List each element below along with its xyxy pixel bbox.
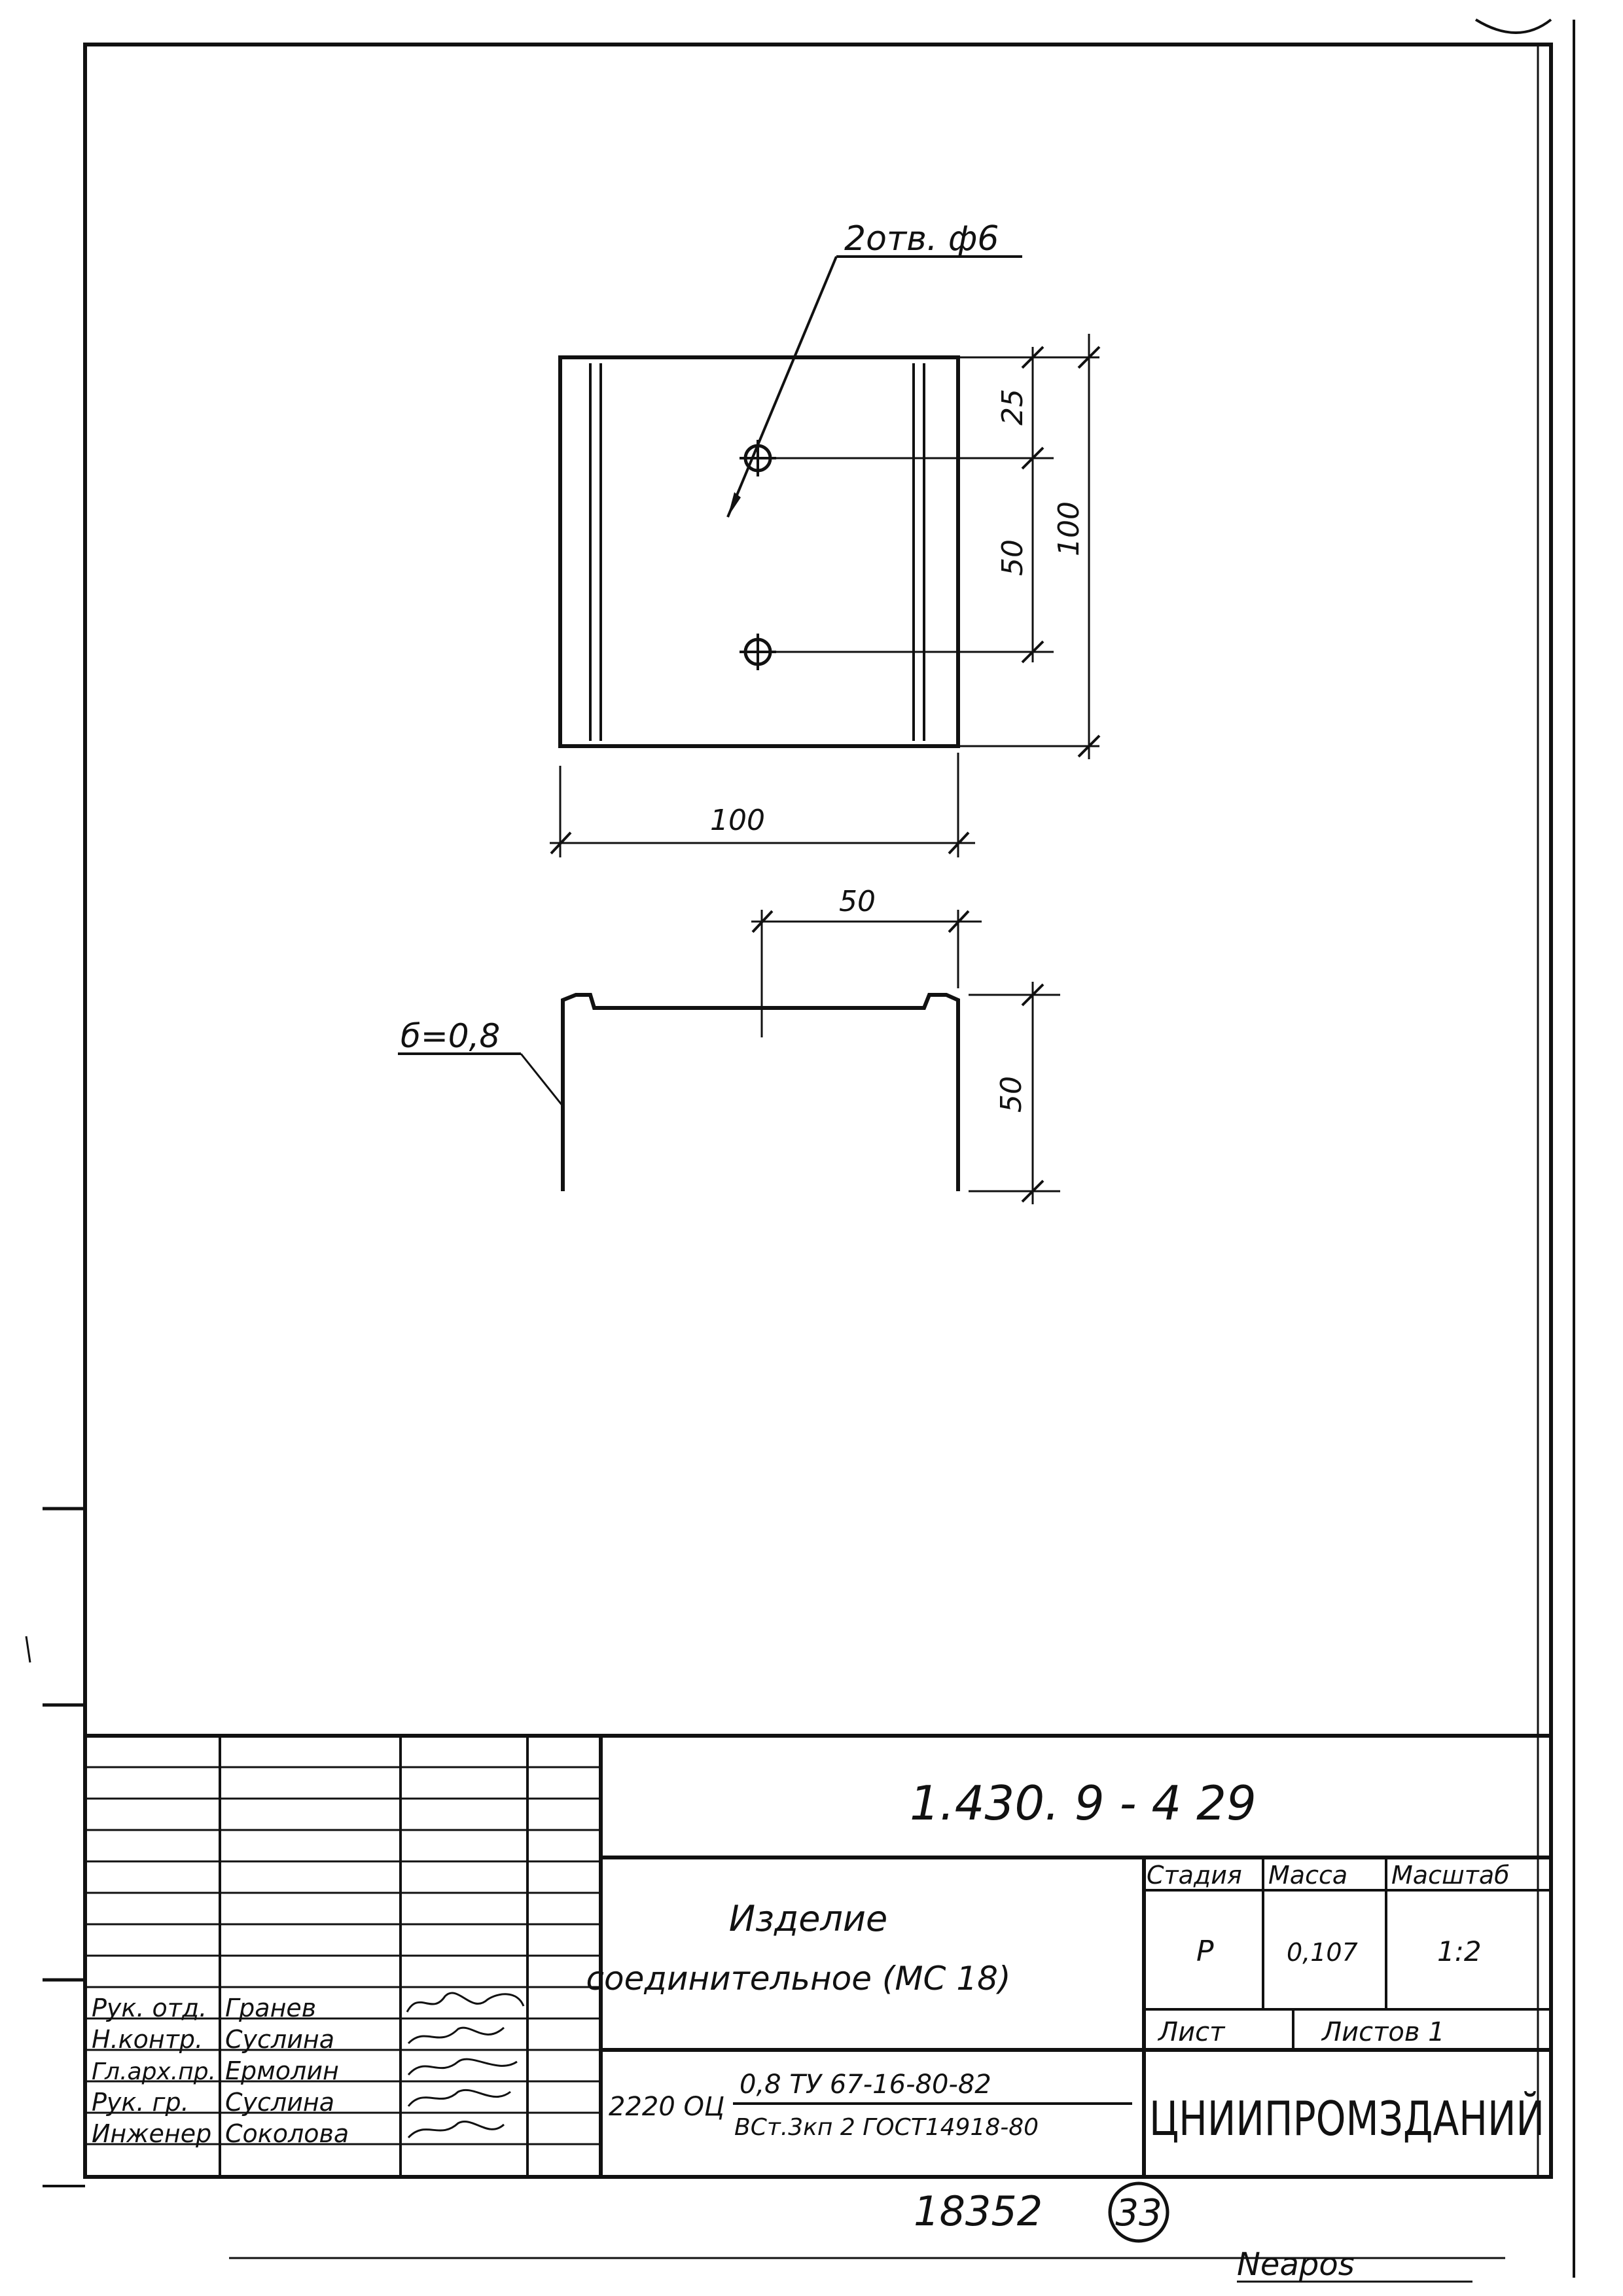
dim-hole-spacing: 50 [996,539,1029,576]
title-block: Рук. отд. Гранев Н.контр. Суслина Гл.арх… [85,1734,1551,2177]
dim-top-offset: 25 [996,389,1029,425]
thickness-callout: б=0,8 [401,1017,500,1055]
name-3: Суслина [225,2088,334,2117]
dim-plate-width: 100 [710,804,765,837]
sheet-footer: 18352 33 Neapos [914,2181,1472,2283]
sheets-label: Листов 1 [1321,2017,1445,2047]
plate-plan-view: 2отв. ф6 25 50 100 100 [550,219,1101,857]
page-number: 33 [1115,2192,1162,2234]
role-4: Инженер [92,2119,211,2148]
scale-value: 1:2 [1437,1935,1482,1967]
mass-value: 0,107 [1287,1938,1358,1967]
material-top: 0,8 ТУ 67-16-80-82 [740,2070,991,2100]
material-bottom: ВСт.3кп 2 ГОСТ14918-80 [734,2114,1039,2141]
hole-lower-icon [740,634,776,670]
sheet-frame [25,18,1575,2278]
role-1: Н.контр. [92,2025,203,2054]
name-2: Ермолин [225,2056,339,2085]
role-2: Гл.арх.пр. [92,2058,216,2085]
dim-plate-height: 100 [1052,501,1086,556]
material-code: 2220 ОЦ [609,2092,724,2122]
organization-name: ЦНИИПРОМЗДАНИЙ [1149,2091,1544,2146]
product-name-line1: Изделие [729,1898,888,1939]
mass-header: Масса [1268,1861,1347,1890]
dim-section-height: 50 [995,1076,1028,1113]
dim-section-width: 50 [839,885,876,918]
bracket-section-view: 50 50 б=0,8 [398,885,1060,1204]
name-4: Соколова [225,2119,349,2148]
holes-callout: 2отв. ф6 [844,219,999,259]
document-code: 1.430. 9 - 4 29 [910,1776,1257,1831]
role-3: Рук. гр. [92,2088,189,2117]
product-name-line2: соединительное (МС 18) [586,1960,1011,1998]
archive-number: 18352 [914,2187,1043,2235]
name-0: Гранев [225,1994,316,2022]
role-0: Рук. отд. [92,1994,207,2022]
stage-value: Р [1196,1935,1214,1968]
signatures [406,1992,525,2139]
name-1: Суслина [225,2025,334,2054]
sheet-label: Лист [1157,2017,1226,2047]
stage-header: Стадия [1147,1861,1242,1890]
copied-by-signature: Neapos [1237,2246,1355,2283]
scale-header: Масштаб [1391,1861,1510,1890]
